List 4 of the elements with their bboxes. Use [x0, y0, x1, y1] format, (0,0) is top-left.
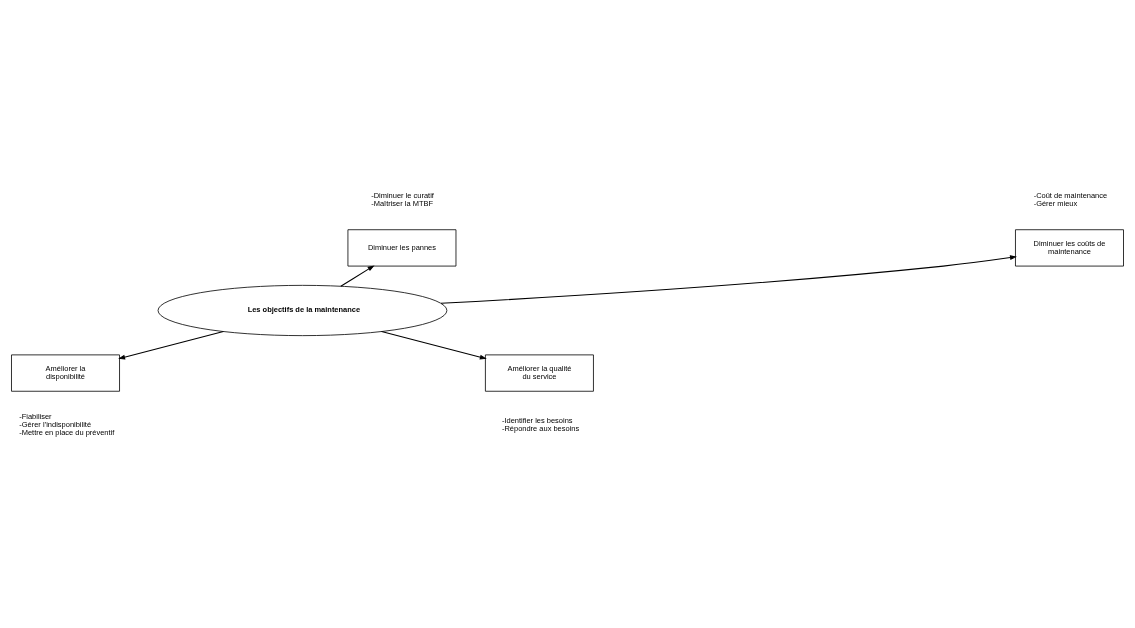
arrow — [340, 264, 375, 287]
arrow — [381, 330, 487, 359]
arrow — [118, 330, 224, 359]
arrow — [440, 254, 1017, 304]
